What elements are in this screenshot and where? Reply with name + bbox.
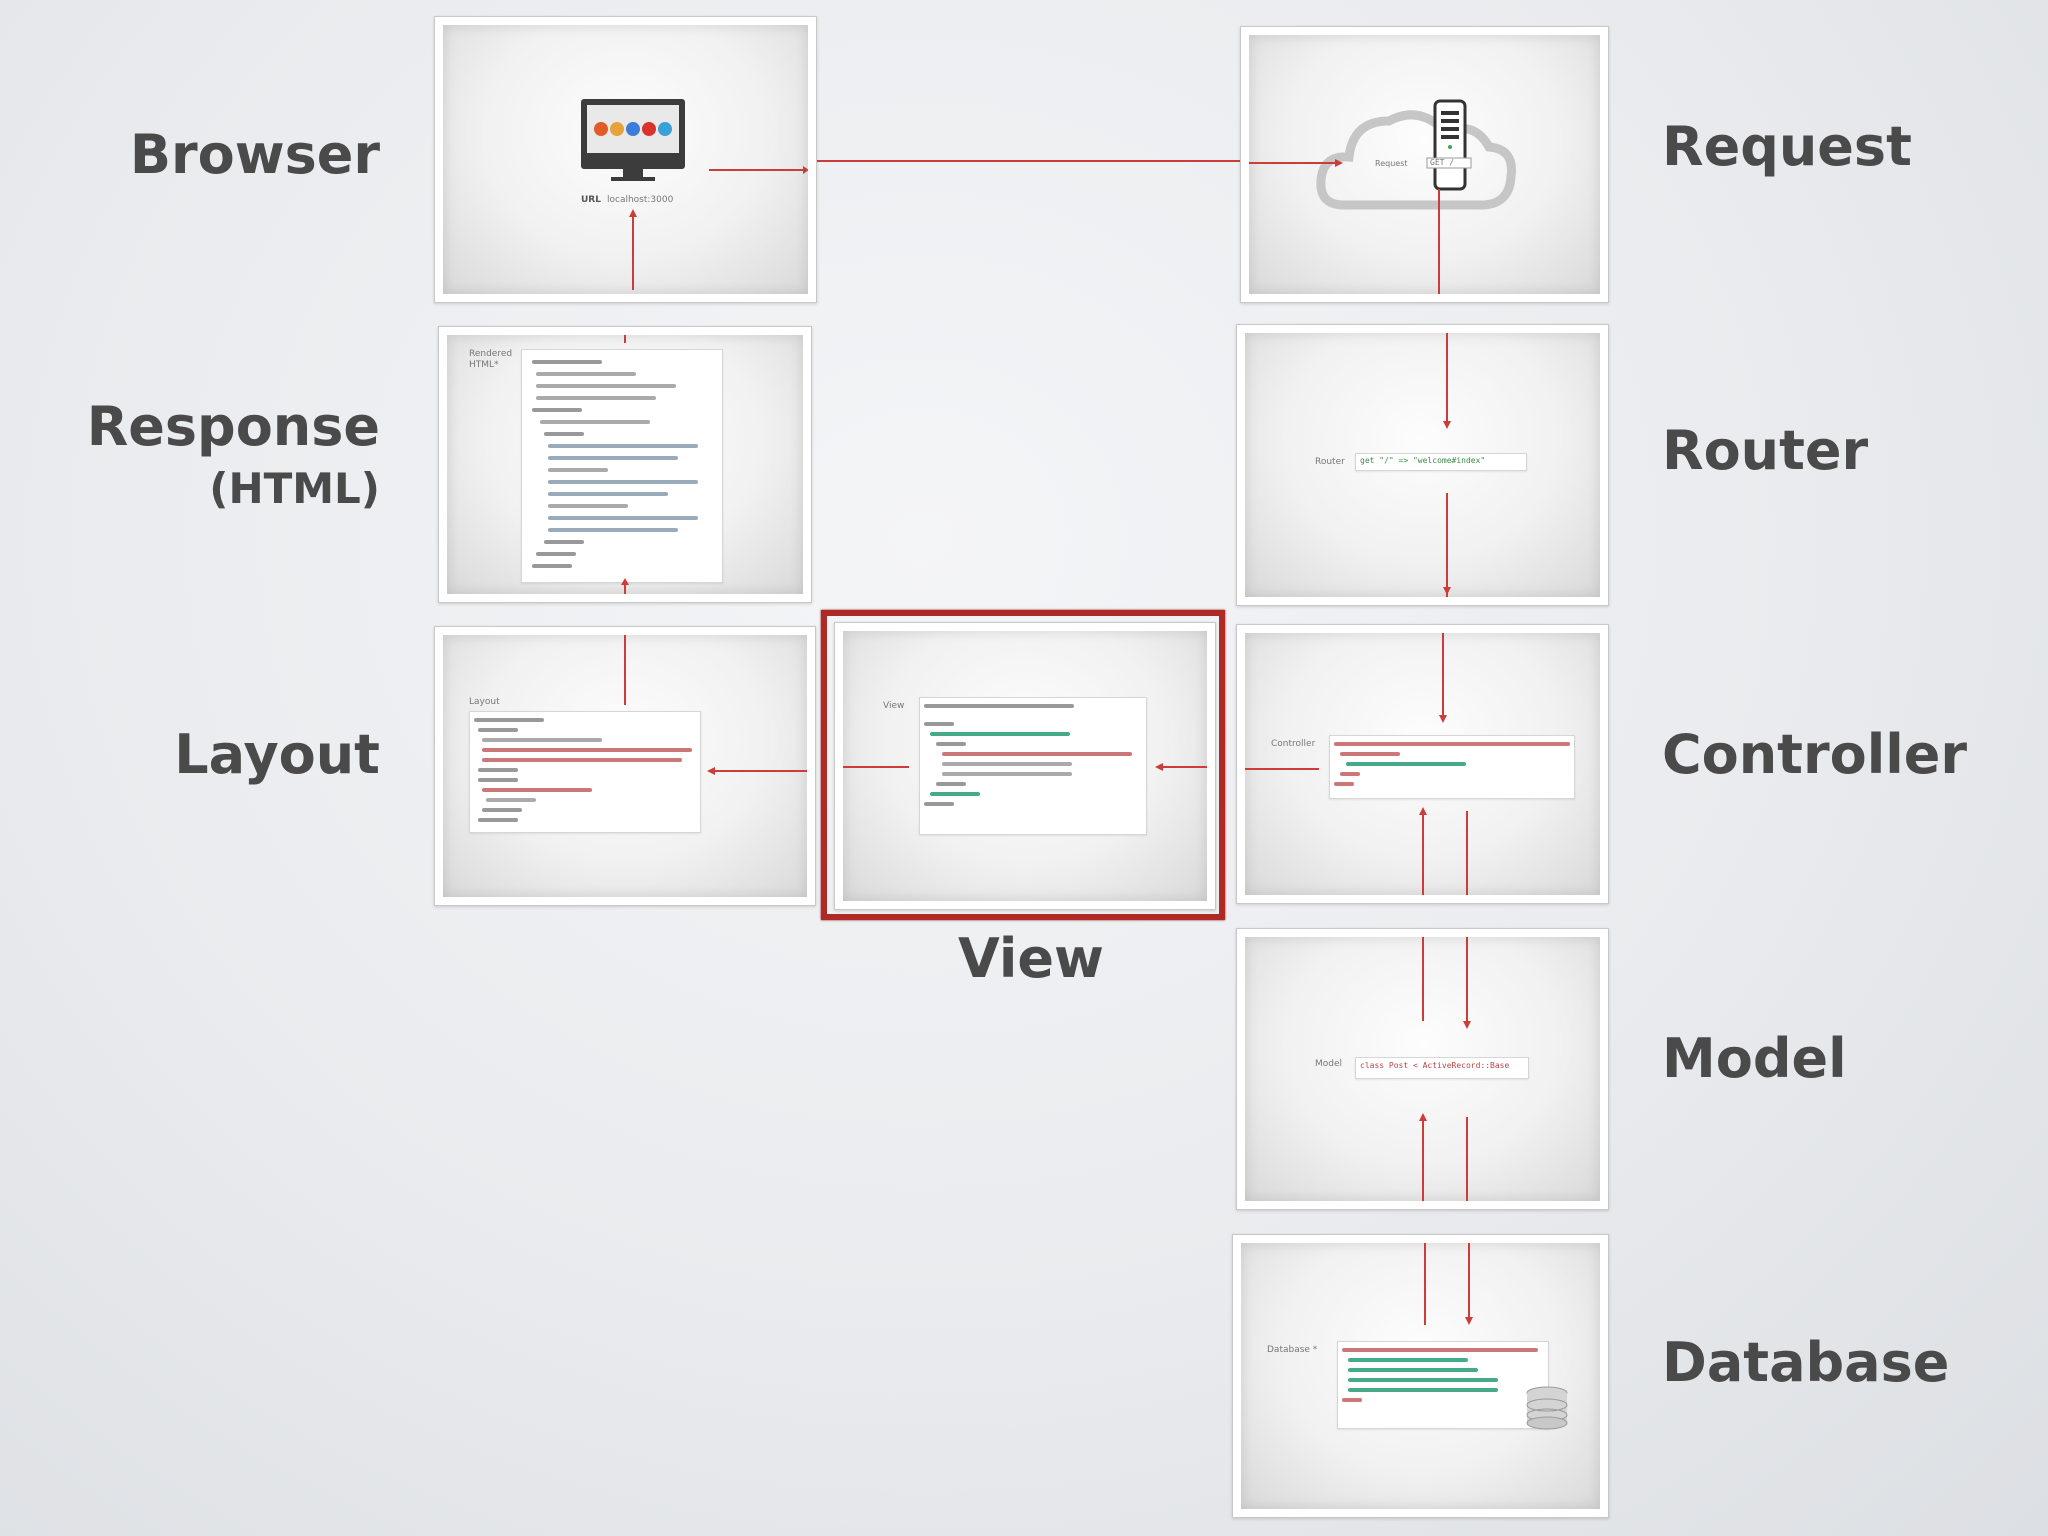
label-model: Model bbox=[1662, 1027, 1847, 1090]
slide-database: Database * bbox=[1232, 1234, 1609, 1518]
database-icon bbox=[1526, 1386, 1568, 1430]
model-title: Model bbox=[1315, 1059, 1343, 1069]
label-database: Database bbox=[1662, 1331, 1950, 1394]
layout-codebox bbox=[469, 711, 701, 833]
slide-browser: URL localhost:3000 bbox=[434, 16, 817, 303]
view-highlight-frame bbox=[821, 610, 1225, 920]
request-method: GET / bbox=[1430, 158, 1455, 167]
database-title: Database * bbox=[1267, 1345, 1318, 1355]
label-response-line2: (HTML) bbox=[209, 464, 380, 513]
browser-url-label: URL bbox=[581, 195, 601, 205]
label-controller: Controller bbox=[1662, 723, 1967, 786]
slide-response: Rendered HTML* bbox=[438, 326, 812, 603]
label-request: Request bbox=[1662, 115, 1912, 178]
view-title: View bbox=[883, 701, 905, 711]
label-browser: Browser bbox=[129, 123, 380, 186]
model-codebox: class Post < ActiveRecord::Base bbox=[1355, 1057, 1529, 1079]
controller-codebox bbox=[1329, 735, 1575, 799]
router-codebox: get "/" => "welcome#index" bbox=[1355, 453, 1527, 471]
label-router: Router bbox=[1662, 419, 1869, 482]
label-response-line1: Response bbox=[86, 395, 380, 458]
view-codebox bbox=[919, 697, 1147, 835]
slide-controller: Controller bbox=[1236, 624, 1609, 904]
slide-request: Request GET / bbox=[1240, 26, 1609, 303]
label-response: Response (HTML) bbox=[0, 400, 380, 510]
slide-model: Model class Post < ActiveRecord::Base bbox=[1236, 928, 1609, 1210]
model-code: class Post < ActiveRecord::Base bbox=[1360, 1061, 1510, 1070]
layout-title: Layout bbox=[469, 697, 500, 707]
router-code: get "/" => "welcome#index" bbox=[1360, 456, 1486, 465]
slide-layout: Layout bbox=[434, 626, 816, 906]
database-codebox bbox=[1337, 1341, 1549, 1429]
controller-title: Controller bbox=[1271, 739, 1316, 749]
response-title: Rendered HTML* bbox=[469, 349, 513, 370]
request-label: Request bbox=[1375, 159, 1408, 168]
slide-view: View bbox=[834, 622, 1216, 910]
router-title: Router bbox=[1315, 457, 1345, 467]
response-html-codebox bbox=[521, 349, 723, 583]
label-view: View bbox=[958, 927, 1104, 990]
browser-url-value: localhost:3000 bbox=[607, 195, 674, 205]
label-layout: Layout bbox=[174, 723, 380, 786]
slide-router: Router get "/" => "welcome#index" bbox=[1236, 324, 1609, 606]
